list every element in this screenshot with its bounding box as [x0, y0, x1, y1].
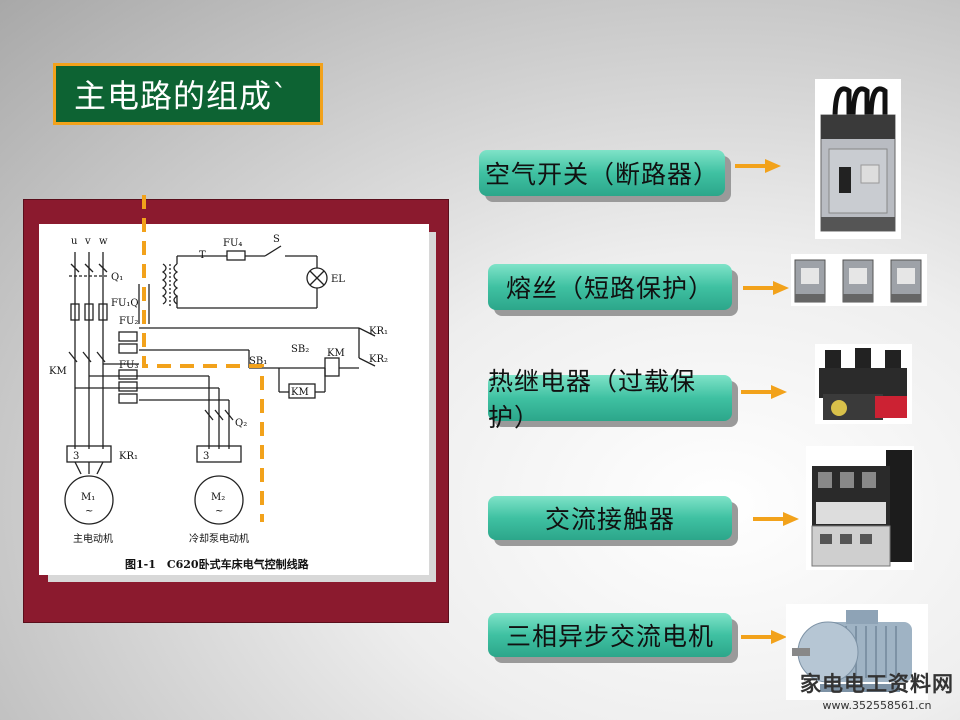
- item-label: 三相异步交流电机: [505, 622, 714, 651]
- watermark-text: 家电电工资料网: [800, 672, 954, 696]
- label-tilde-2: ~: [215, 506, 223, 517]
- label-fu-q: FU₁Q: [111, 298, 139, 309]
- arrow-right-icon: [741, 630, 787, 644]
- label-kr2: KR₂: [369, 354, 388, 365]
- circuit-diagram-paper: u v w Q₁ FU₁Q FU₂ FU₃ KM 3 KR₁ 3 Q₂ M₁ ~…: [39, 224, 429, 575]
- label-q2: Q₂: [235, 418, 247, 429]
- watermark: 家电电工资料网 www.352558561.cn: [800, 668, 954, 712]
- label-m1: M₁: [81, 492, 95, 503]
- label-m2: M₂: [211, 492, 225, 503]
- arrow-right-icon: [735, 159, 781, 173]
- ac-contactor-image: [806, 446, 914, 570]
- async-motor-image: [786, 604, 928, 700]
- label-fu4: FU₄: [223, 238, 242, 249]
- diagram-caption: 图1-1 C620卧式车床电气控制线路: [125, 557, 310, 571]
- arrow-right-icon: [743, 281, 789, 295]
- label-km-contact: KM: [291, 387, 309, 398]
- thermal-relay-image: [815, 344, 912, 424]
- label-u: u: [71, 236, 78, 247]
- label-fu2: FU₂: [119, 316, 138, 327]
- page-title: 主电路的组成`: [74, 77, 290, 115]
- label-s: S: [273, 234, 280, 245]
- item-label: 空气开关（断路器）: [484, 160, 719, 189]
- label-three-1: 3: [73, 451, 79, 462]
- label-sb1: SB₁: [249, 356, 267, 367]
- label-tilde-1: ~: [85, 506, 93, 517]
- circuit-breaker-image: [815, 79, 901, 239]
- circuit-diagram: u v w Q₁ FU₁Q FU₂ FU₃ KM 3 KR₁ 3 Q₂ M₁ ~…: [49, 234, 388, 571]
- item-ac-contactor: 交流接触器: [488, 496, 732, 540]
- label-t: T: [199, 250, 206, 261]
- item-async-motor: 三相异步交流电机: [488, 613, 732, 657]
- item-thermal-relay: 热继电器（过载保护）: [488, 367, 732, 432]
- label-km-coil: KM: [327, 348, 345, 359]
- motor2-label: 冷却泵电动机: [189, 532, 249, 545]
- label-sb2: SB₂: [291, 344, 309, 355]
- item-fuse: 熔丝（短路保护）: [488, 264, 732, 310]
- label-three-2: 3: [203, 451, 209, 462]
- arrow-right-icon: [753, 512, 799, 526]
- item-label: 热继电器（过载保护）: [488, 367, 697, 432]
- label-el: EL: [331, 274, 345, 285]
- item-label: 熔丝（短路保护）: [505, 274, 714, 303]
- label-w: w: [99, 236, 108, 247]
- label-q1: Q₁: [111, 272, 123, 283]
- label-fu3: FU₃: [119, 360, 138, 371]
- fuse-image: [791, 254, 927, 306]
- label-kr1-ctrl: KR₁: [369, 326, 388, 337]
- arrow-right-icon: [741, 385, 787, 399]
- label-kr1: KR₁: [119, 451, 138, 462]
- title-box: 主电路的组成`: [53, 63, 323, 125]
- item-circuit-breaker: 空气开关（断路器）: [479, 150, 725, 196]
- label-km: KM: [49, 366, 67, 377]
- watermark-url: www.352558561.cn: [822, 699, 932, 712]
- motor1-label: 主电动机: [73, 532, 113, 545]
- label-v: v: [84, 236, 91, 247]
- item-label: 交流接触器: [544, 505, 675, 534]
